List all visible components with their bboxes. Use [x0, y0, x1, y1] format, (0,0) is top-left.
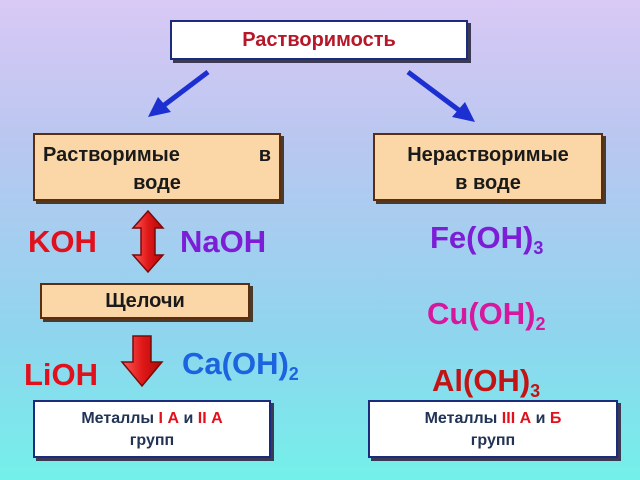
- title-box: Растворимость: [170, 20, 468, 60]
- down-arrow-icon: [120, 335, 164, 388]
- insoluble-line1: Нерастворимые: [407, 144, 569, 166]
- metals-left-group2: II А: [197, 410, 223, 427]
- arrow-right-down-icon: [406, 70, 475, 122]
- formula-feoh-base: Fe(OH): [430, 220, 534, 255]
- formula-aloh-sub: 3: [530, 381, 541, 401]
- formula-feoh: Fe(OH)3: [430, 220, 543, 259]
- soluble-box: Растворимые в воде: [33, 133, 281, 201]
- soluble-line2: воде: [133, 172, 181, 194]
- metals-right-prefix: Металлы: [424, 410, 498, 427]
- formula-lioh: LiOH: [24, 357, 99, 392]
- metals-right-group2: Б: [549, 410, 562, 427]
- formula-feoh-sub: 3: [533, 238, 544, 258]
- metals-left-prefix: Металлы: [81, 410, 155, 427]
- metals-right-line2: групп: [470, 432, 516, 449]
- soluble-word1: Растворимые: [43, 144, 180, 166]
- metals-left-box: Металлы I А и II А групп: [33, 400, 271, 458]
- formula-cuoh-sub: 2: [535, 314, 546, 334]
- formula-naoh: NaOH: [180, 224, 267, 259]
- alkali-label: Щелочи: [105, 290, 185, 312]
- metals-right-and: и: [535, 410, 546, 427]
- metals-right-group1: III А: [501, 410, 532, 427]
- formula-aloh-base: Al(OH): [432, 363, 531, 398]
- formula-caoh-base: Ca(OH): [182, 346, 289, 381]
- insoluble-box: Нерастворимые в воде: [373, 133, 603, 201]
- metals-right-box: Металлы III А и Б групп: [368, 400, 618, 458]
- title-text: Растворимость: [242, 28, 396, 51]
- formula-cuoh-base: Cu(OH): [427, 296, 536, 331]
- arrow-left-down-icon: [148, 70, 210, 117]
- alkali-box: Щелочи: [40, 283, 250, 319]
- double-arrow-icon: [131, 209, 165, 274]
- insoluble-line2: в воде: [455, 172, 521, 194]
- formula-caoh-sub: 2: [288, 364, 299, 384]
- formula-cuoh: Cu(OH)2: [427, 296, 546, 335]
- formula-aloh: Al(OH)3: [432, 363, 540, 402]
- metals-left-and: и: [183, 410, 194, 427]
- formula-koh: KOH: [28, 224, 97, 259]
- formula-caoh: Ca(OH)2: [182, 346, 299, 385]
- soluble-word2: в: [258, 144, 271, 166]
- metals-left-group1: I А: [158, 410, 179, 427]
- metals-left-line2: групп: [129, 432, 175, 449]
